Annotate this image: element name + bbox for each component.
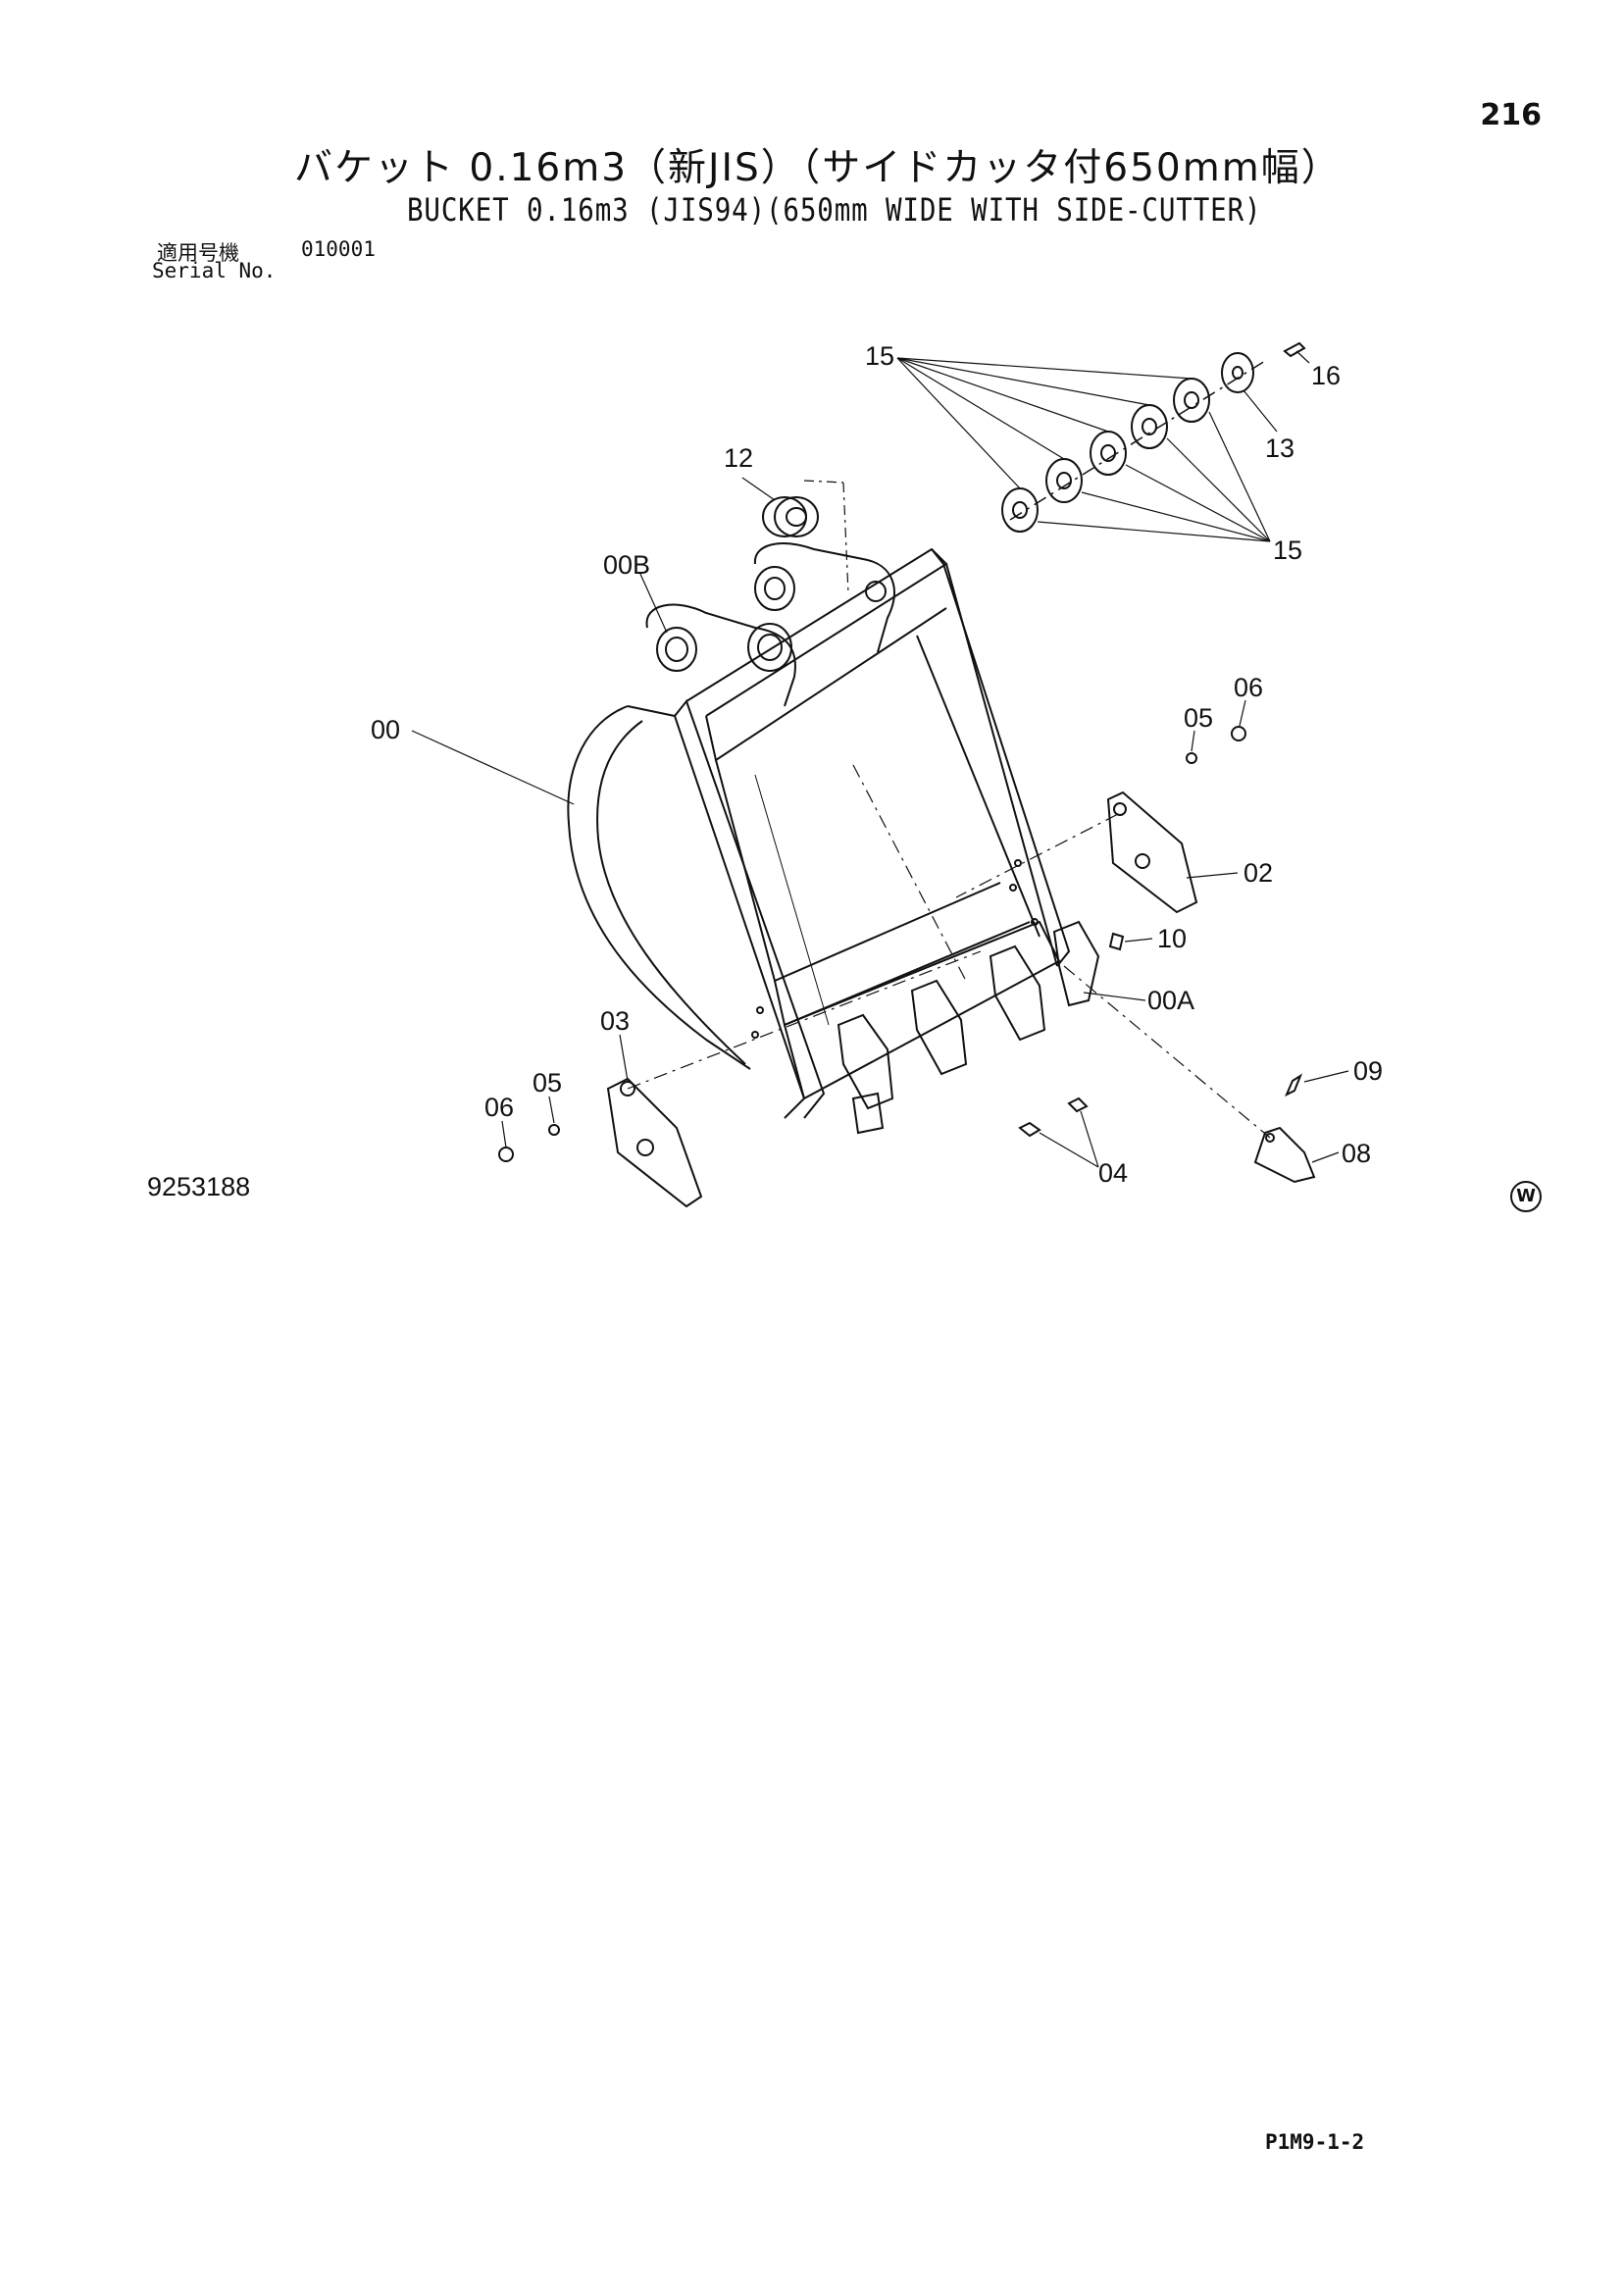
callout-16: 16 — [1311, 361, 1341, 390]
teeth-adapters — [837, 920, 1100, 1135]
tooth-08 — [1253, 1126, 1316, 1184]
collar-12 — [762, 496, 819, 537]
callout-05-left: 05 — [533, 1068, 562, 1097]
title-english: BUCKET 0.16m3 (JIS94)(650mm WIDE WITH SI… — [407, 191, 1262, 229]
callout-04: 04 — [1098, 1158, 1128, 1188]
callout-10: 10 — [1157, 924, 1187, 953]
callout-02: 02 — [1243, 858, 1273, 888]
side-cutter-02 — [1106, 791, 1198, 914]
bucket-exploded-diagram: 15 16 13 15 12 00B 00 06 05 02 10 00A 03… — [371, 341, 1383, 1208]
figure-number: 9253188 — [147, 1172, 251, 1201]
callout-00: 00 — [371, 715, 400, 744]
serial-value: 010001 — [301, 237, 376, 261]
serial-label-english: Serial No. — [152, 259, 277, 282]
serial-label-japanese: 適用号機 — [157, 241, 239, 265]
callout-08: 08 — [1342, 1139, 1371, 1168]
callout-15-top: 15 — [865, 341, 894, 371]
callout-09: 09 — [1353, 1056, 1383, 1086]
page-code: P1M9-1-2 — [1265, 2130, 1365, 2154]
bucket-body — [567, 547, 1071, 1119]
callout-13: 13 — [1265, 434, 1294, 463]
leader-lines — [411, 350, 1349, 1168]
page-number: 216 — [1480, 98, 1542, 132]
callout-00B: 00B — [603, 550, 650, 580]
shim-stack — [1001, 341, 1306, 533]
fasteners — [498, 726, 1246, 1162]
callout-00A: 00A — [1147, 986, 1194, 1015]
callout-06-left: 06 — [484, 1093, 514, 1122]
callout-06-right: 06 — [1234, 673, 1263, 702]
lock-10 — [1108, 932, 1125, 951]
callout-03: 03 — [600, 1006, 630, 1036]
callout-05-right: 05 — [1184, 703, 1213, 733]
pin-09 — [1285, 1073, 1303, 1097]
bucket-bosses — [645, 542, 895, 707]
callout-15-bottom: 15 — [1273, 536, 1302, 565]
side-cutter-03 — [606, 1077, 703, 1208]
callout-12: 12 — [724, 443, 753, 473]
w-circle-mark: W — [1510, 1181, 1542, 1212]
title-japanese: バケット 0.16m3（新JIS）（サイドカッタ付650mm幅） — [294, 146, 1342, 190]
